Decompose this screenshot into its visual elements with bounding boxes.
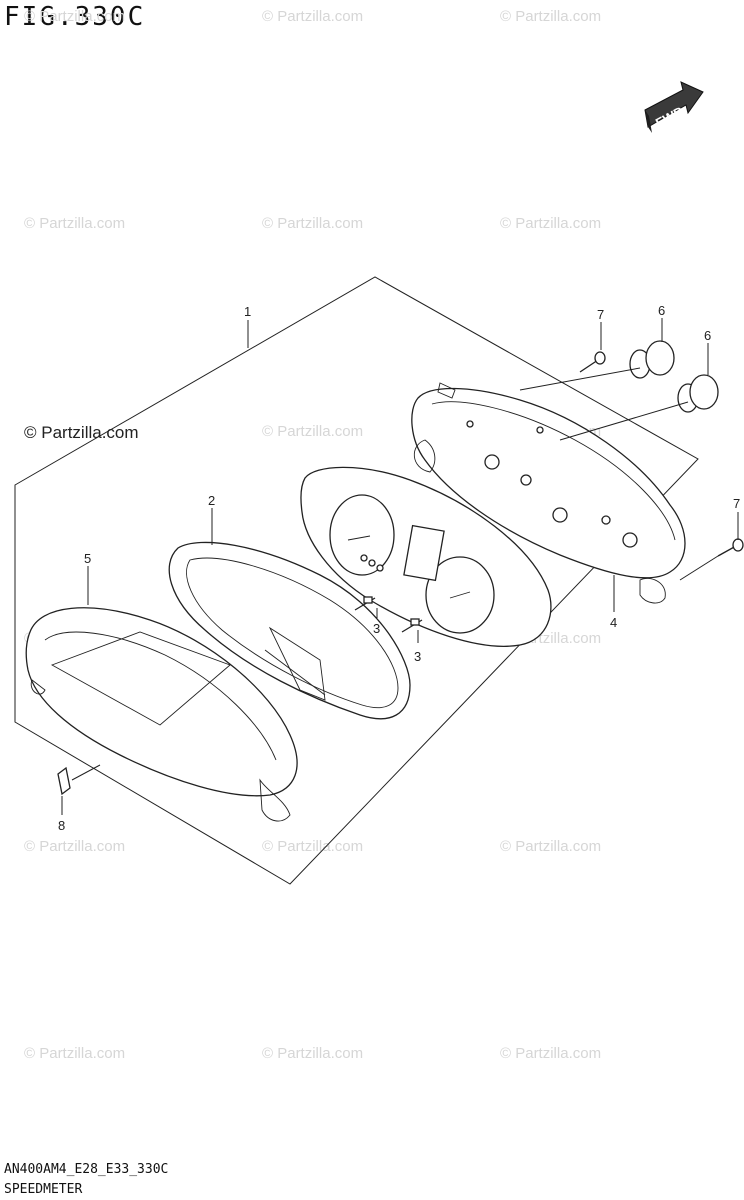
callout-label: 8: [58, 818, 65, 833]
forward-direction-arrow-icon: FWD: [644, 81, 704, 133]
figure-caption: SPEEDMETER: [4, 1182, 83, 1197]
model-code: AN400AM4_E28_E33_330C: [4, 1162, 169, 1177]
watermark: © Partzilla.com: [262, 8, 364, 25]
callout-label: 7: [733, 496, 740, 511]
watermark: © Partzilla.com: [500, 838, 602, 855]
figure-title: FIG.330C: [4, 2, 146, 32]
screw-part: [717, 538, 744, 557]
rubber-bushing-part: [629, 340, 675, 379]
screw-part: [579, 351, 606, 373]
callout-label: 6: [704, 328, 711, 343]
rear-housing-part: [411, 382, 686, 604]
callout-label: 3: [373, 621, 380, 636]
meter-unit-part: [300, 466, 552, 647]
callout-label: 4: [610, 615, 617, 630]
callout-label: 3: [414, 649, 421, 664]
watermark: © Partzilla.com: [24, 1045, 126, 1062]
clip-part: [57, 766, 71, 796]
watermark: © Partzilla.com: [500, 215, 602, 232]
watermark: © Partzilla.com: [262, 1045, 364, 1062]
watermark: © Partzilla.com: [500, 8, 602, 25]
front-lens-part: [25, 607, 298, 822]
callout-label: 2: [208, 493, 215, 508]
bulb-socket-part: [401, 618, 423, 633]
watermark: © Partzilla.com: [262, 423, 364, 440]
callout-label: 1: [244, 304, 251, 319]
callout-label: 7: [597, 307, 604, 322]
watermark: © Partzilla.com: [24, 838, 126, 855]
leader-lines: [61, 318, 739, 815]
bezel-frame-part: [168, 541, 411, 720]
bulb-socket-part: [354, 596, 376, 611]
watermark: © Partzilla.com: [24, 215, 126, 232]
watermark: © Partzilla.com: [262, 215, 364, 232]
watermark: © Partzilla.com: [500, 1045, 602, 1062]
watermark: © Partzilla.com: [262, 838, 364, 855]
callout-label: 6: [658, 303, 665, 318]
rubber-bushing-part: [677, 374, 719, 413]
watermark-highlight: © Partzilla.com: [24, 423, 139, 442]
callout-label: 5: [84, 551, 91, 566]
assembly-outline: [14, 276, 699, 885]
watermark: © Partzilla.com: [24, 8, 126, 25]
